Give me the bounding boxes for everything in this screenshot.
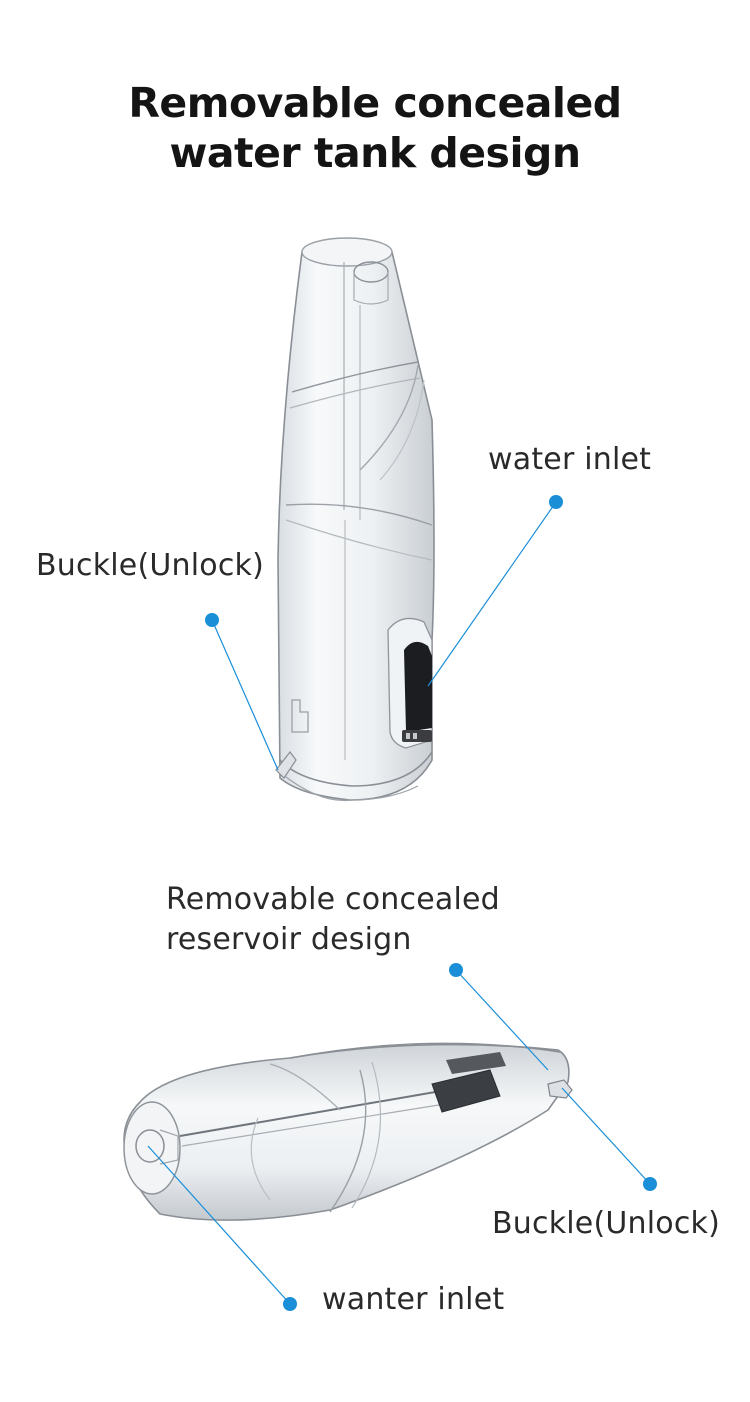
callout-dot-reservoir [449, 963, 463, 977]
vertical-water-tank [275, 237, 435, 802]
label-reservoir-line-1: Removable concealed [166, 882, 500, 917]
page-title: Removable concealed water tank design [0, 78, 750, 178]
label-water-inlet: water inlet [488, 442, 652, 477]
tank-end-port [135, 1129, 165, 1163]
tank-end-cap [123, 1101, 181, 1195]
callout-line-buckle-bottom [561, 1087, 651, 1185]
label-inlet-bottom: wanter inlet [322, 1282, 505, 1317]
label-reservoir-line-2: reservoir design [166, 922, 412, 957]
callout-line-buckle-top [211, 619, 279, 771]
label-reservoir: Removable concealed reservoir design [166, 880, 500, 960]
callout-dot-inlet-bottom [283, 1297, 297, 1311]
label-buckle-bottom: Buckle(Unlock) [492, 1206, 720, 1241]
callouts [147, 501, 651, 1305]
tank-top-cap [301, 237, 393, 267]
tank-mechanism [431, 1069, 501, 1113]
callout-dot-water-inlet [549, 495, 563, 509]
title-line-1: Removable concealed [128, 79, 622, 127]
callout-line-water-inlet [427, 501, 557, 687]
callout-dots [205, 495, 657, 1311]
label-buckle-top: Buckle(Unlock) [36, 548, 264, 583]
tank-base [279, 751, 433, 787]
callout-line-reservoir [455, 969, 549, 1071]
callout-dot-buckle-bottom [643, 1177, 657, 1191]
callout-line-inlet-bottom [147, 1145, 291, 1305]
callout-dot-buckle-top [205, 613, 219, 627]
water-inlet-dark [404, 641, 432, 732]
buckle-horizontal [547, 1079, 573, 1099]
title-line-2: water tank design [169, 129, 581, 177]
buckle-tab [291, 699, 309, 733]
horizontal-water-tank [123, 1042, 573, 1221]
